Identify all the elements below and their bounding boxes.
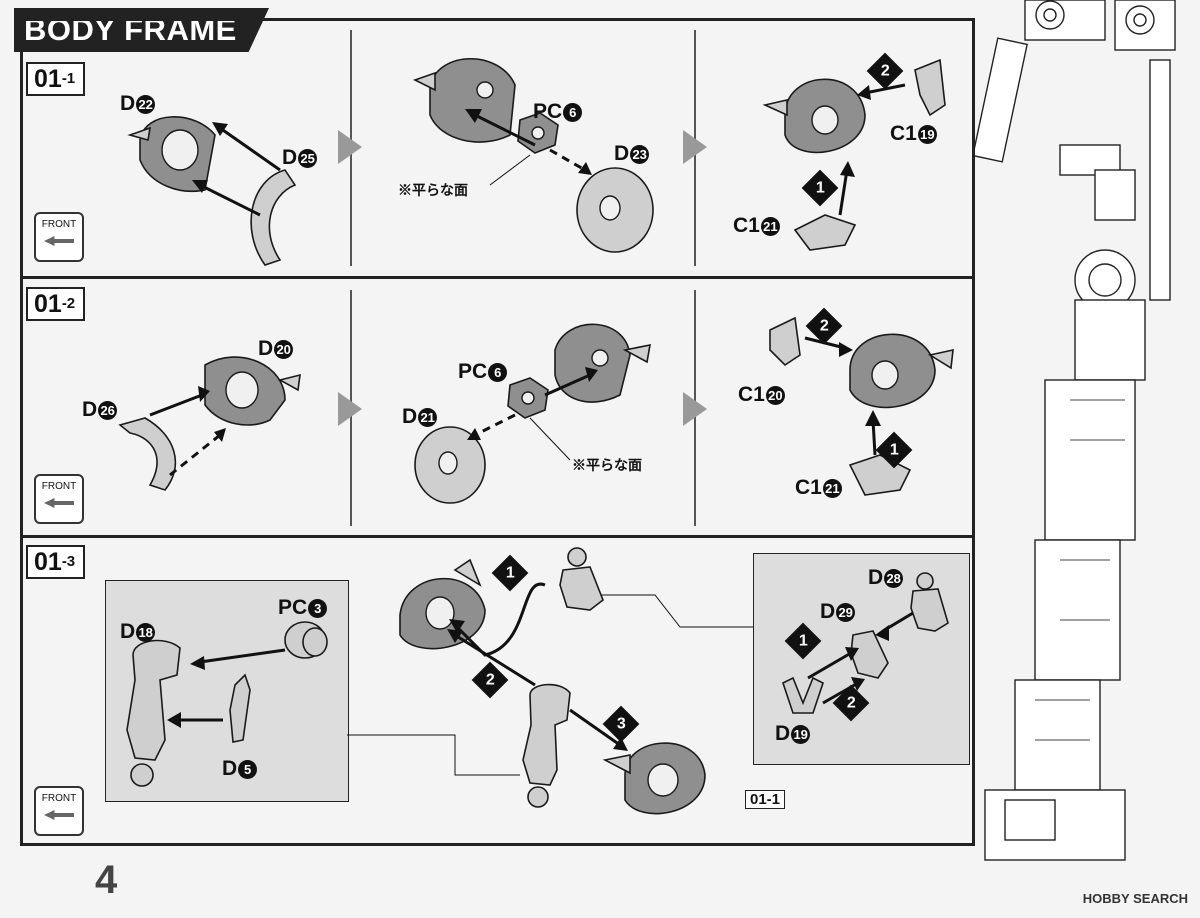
cap-part-top: [769, 316, 801, 367]
next-step-arrow-icon: [338, 130, 362, 164]
title-bar: [14, 8, 269, 52]
front-badge: FRONT: [34, 474, 84, 524]
polycap-cylinder-part: [284, 621, 328, 659]
front-badge: FRONT: [34, 786, 84, 836]
row-divider-2: [20, 535, 975, 538]
clip-part: [782, 676, 824, 714]
hemisphere-part: [399, 558, 486, 650]
next-step-arrow-icon: [683, 392, 707, 426]
step2-panel1-illustration: [118, 356, 301, 491]
front-arrow-icon: [44, 236, 74, 246]
step-label-01-3: 01-3: [26, 545, 86, 579]
ring-half-part: [204, 356, 301, 426]
arm-part: [522, 683, 571, 808]
cap-part-bottom: [793, 214, 857, 251]
next-step-arrow-icon: [683, 130, 707, 164]
front-arrow-icon: [44, 810, 74, 820]
instruction-frame: [20, 18, 975, 846]
step3-center-illustration: [347, 547, 755, 815]
robot-lineart: [975, 0, 1176, 861]
row-divider-1: [20, 276, 975, 279]
c-ring-part: [118, 417, 177, 491]
assembled-hemisphere-part: [602, 742, 706, 815]
ring-half-part: [127, 116, 216, 192]
flat-side-note: ※平らな面: [398, 182, 468, 198]
inset-right-illustration: [782, 572, 949, 714]
watermark: HOBBY SEARCH: [1082, 891, 1188, 906]
front-arrow-icon: [44, 498, 74, 508]
reference-tag: 01-1: [745, 790, 786, 809]
step2-panel2-illustration: [414, 323, 651, 504]
step1-panel1-illustration: [127, 116, 297, 266]
hemisphere-part: [554, 323, 651, 403]
next-step-arrow-icon: [338, 392, 362, 426]
polycap-part: [507, 377, 549, 419]
front-badge: FRONT: [34, 212, 84, 262]
hemisphere-part: [849, 333, 954, 409]
hemisphere-part: [762, 78, 866, 154]
step2-panel3-illustration: [769, 316, 954, 496]
joint-figure-part: [910, 572, 949, 632]
joint-figure-part: [559, 547, 604, 611]
step1-panel3-illustration: [762, 58, 946, 251]
page-title: BODY FRAME: [24, 12, 237, 47]
step-label-01-2: 01-2: [26, 287, 86, 321]
step1-panel2-illustration: [412, 57, 654, 253]
c-ring-part: [250, 169, 297, 266]
cap-part-top: [914, 58, 946, 117]
page-number: 4: [95, 858, 118, 902]
inset-left-illustration: [126, 621, 328, 787]
arm-part: [126, 639, 181, 787]
flat-side-note: ※平らな面: [572, 457, 642, 473]
step-label-01-1: 01-1: [26, 62, 86, 96]
small-joint-part: [229, 673, 251, 743]
hemisphere-part: [412, 57, 516, 143]
disc-part: [576, 167, 654, 253]
disc-part: [414, 426, 486, 504]
